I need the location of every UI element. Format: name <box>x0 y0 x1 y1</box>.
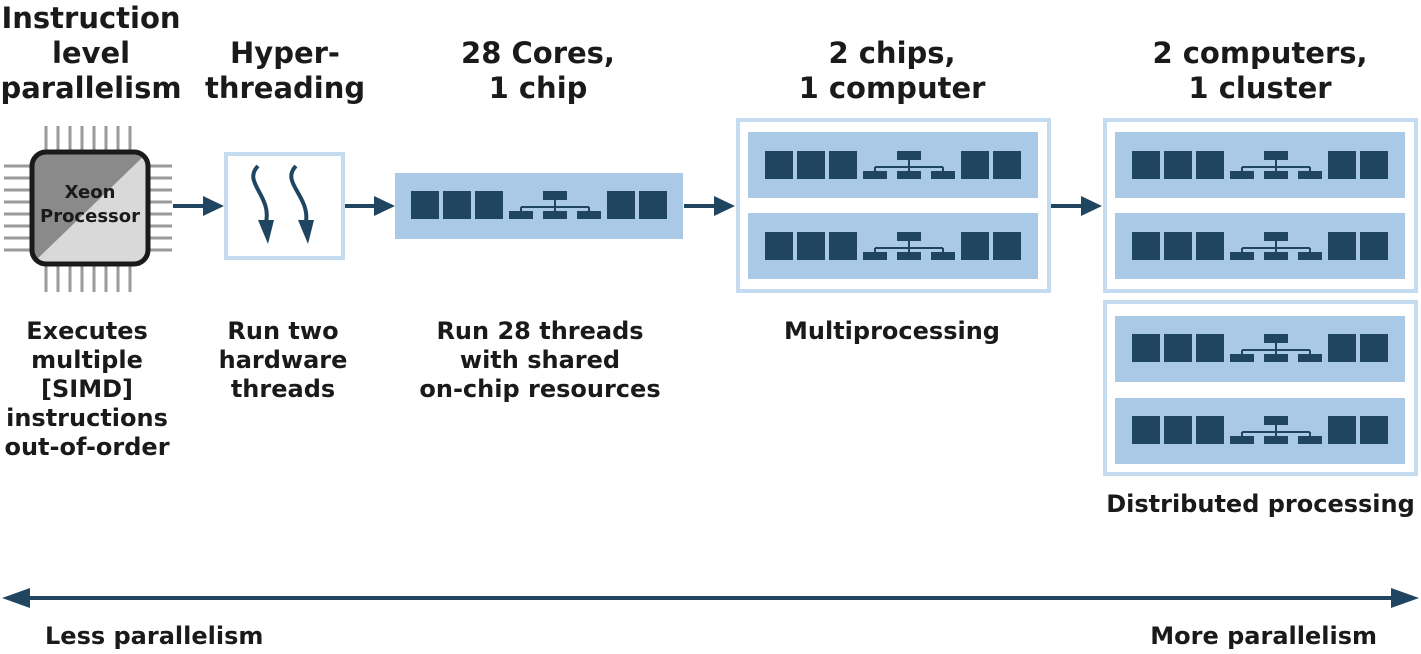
desc-line: Distributed processing <box>1106 490 1415 518</box>
computer-two-chips-icon <box>736 118 1051 293</box>
heading-line: 1 cluster <box>1188 71 1332 105</box>
processor-label-line: Processor <box>40 206 140 227</box>
desc-line: on-chip resources <box>419 375 661 403</box>
arrow-right-icon <box>173 196 224 216</box>
cluster-computer-icon <box>1103 118 1418 293</box>
desc-line: Executes <box>26 317 148 345</box>
desc-line: out-of-order <box>4 433 170 461</box>
desc-hyperthreading: Run two hardware threads <box>205 317 361 404</box>
axis-label-more: More parallelism <box>1150 622 1377 650</box>
processor-label: Xeon Processor <box>34 181 146 229</box>
cluster-computer-icon <box>1103 300 1418 476</box>
multicore-chip-icon <box>395 173 683 239</box>
desc-line: with shared <box>459 346 621 374</box>
desc-line: Run two <box>227 317 339 345</box>
heading-line: level <box>51 36 131 70</box>
heading-line: Hyper- <box>230 36 340 70</box>
arrow-right-icon <box>1051 196 1102 216</box>
axis-label-less: Less parallelism <box>45 622 264 650</box>
heading-line: threading <box>205 71 366 105</box>
parallelism-axis-arrow <box>2 588 1419 608</box>
heading-line: parallelism <box>0 71 182 105</box>
arrow-right-icon <box>684 196 735 216</box>
desc-line: [SIMD] <box>41 375 133 403</box>
heading-2-computers: 2 computers, 1 cluster <box>1125 36 1395 106</box>
desc-line: Run 28 threads <box>436 317 644 345</box>
xeon-processor-icon <box>4 126 172 292</box>
desc-line: multiple <box>31 346 143 374</box>
desc-distributed-processing: Distributed processing <box>1100 490 1421 519</box>
desc-multiprocessing: Multiprocessing <box>766 317 1018 346</box>
arrow-right-icon <box>345 196 395 216</box>
desc-28-cores: Run 28 threads with shared on-chip resou… <box>402 317 678 404</box>
desc-line: threads <box>230 375 336 403</box>
heading-28-cores: 28 Cores, 1 chip <box>420 36 656 106</box>
heading-line: 2 chips, <box>828 36 956 70</box>
desc-line: instructions <box>6 404 168 432</box>
processor-label-line: Xeon <box>64 182 116 203</box>
heading-line: Instruction <box>1 1 181 35</box>
desc-line: hardware <box>218 346 348 374</box>
heading-line: 2 computers, <box>1152 36 1368 70</box>
heading-line: 28 Cores, <box>461 36 615 70</box>
heading-instruction-level-parallelism: Instruction level parallelism <box>0 1 182 106</box>
desc-line: Multiprocessing <box>784 317 1000 345</box>
hyperthreading-threads-icon <box>224 152 345 260</box>
heading-line: 1 computer <box>798 71 986 105</box>
heading-hyperthreading: Hyper- threading <box>205 36 365 106</box>
desc-instruction-level: Executes multiple [SIMD] instructions ou… <box>0 317 174 462</box>
heading-2-chips: 2 chips, 1 computer <box>770 36 1014 106</box>
heading-line: 1 chip <box>488 71 588 105</box>
